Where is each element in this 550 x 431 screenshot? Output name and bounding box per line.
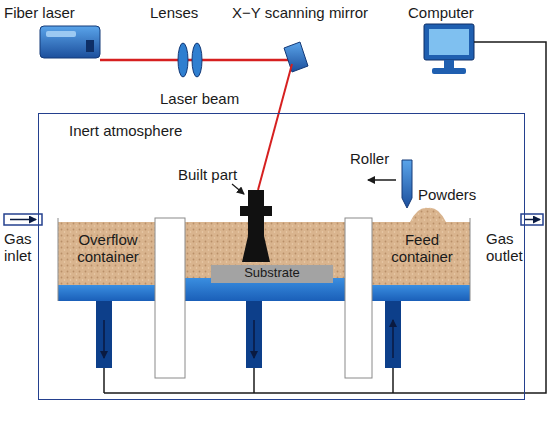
part-label: Powders [418, 186, 476, 203]
part-label: Laser beam [160, 90, 239, 107]
node-label: Substrate [211, 265, 333, 281]
part-label: Lenses [150, 4, 198, 21]
substrate-bar: Substrate [211, 265, 333, 283]
node-label: Overflow container [59, 231, 157, 266]
container-region: Overflow container [59, 231, 157, 266]
part-label: Fiber laser [4, 4, 75, 21]
node-label: Inert atmosphere [69, 122, 182, 139]
part-label: Built part [176, 166, 239, 183]
container-region: Feed container [373, 231, 471, 266]
part-label: Computer [408, 4, 474, 21]
part-label: Roller [350, 150, 389, 167]
part-label: X−Y scanning mirror [232, 4, 368, 21]
chamber-box: Inert atmosphereOverflow containerSubstr… [38, 113, 525, 400]
node-label: Feed container [373, 231, 471, 266]
part-label: Gas outlet [486, 230, 536, 265]
part-label: Gas inlet [4, 230, 44, 265]
